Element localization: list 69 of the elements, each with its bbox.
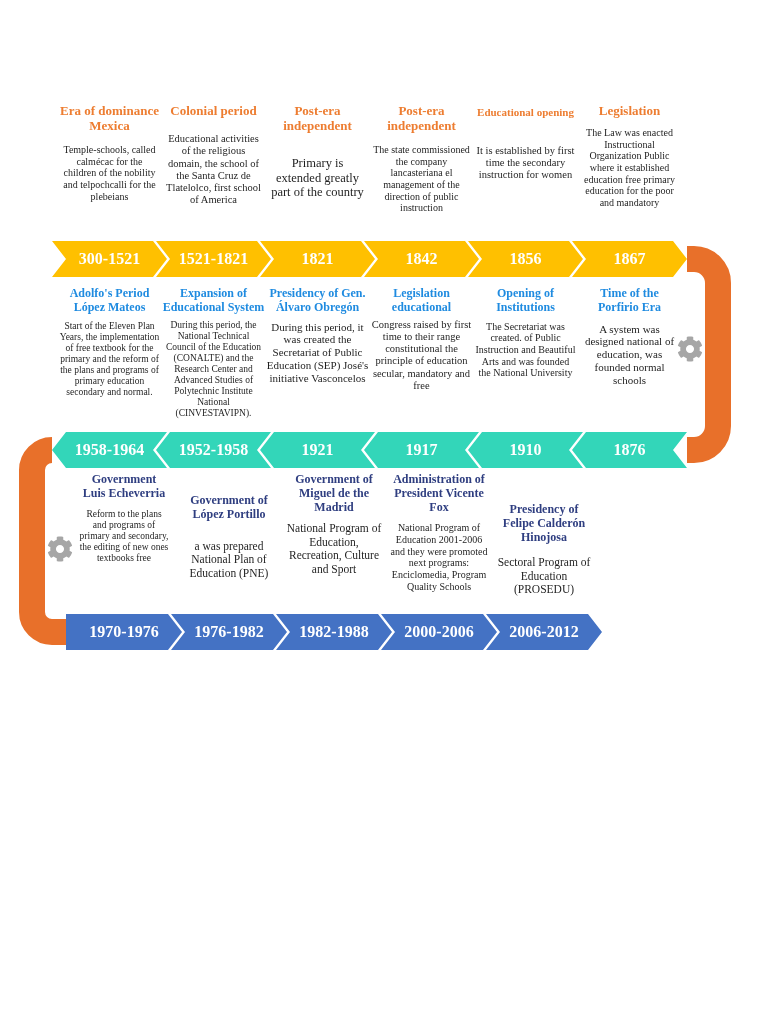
timeline-segment [468, 432, 583, 468]
period-description: The Secretariat was created. of Public Instruction and Beautiful Arts and was founded the National University [475, 320, 576, 380]
year-label: 2006-2012 [509, 624, 579, 640]
period-description: Primary is extended greatly part of the country [270, 155, 365, 200]
year-label: 1982-1988 [299, 624, 369, 640]
year-label: 1952-1958 [178, 442, 249, 458]
timeline-segment [260, 241, 375, 277]
period-heading: Opening of Institutions [495, 287, 556, 315]
period-heading: Administration of President Vicente Fox [392, 473, 486, 515]
period-description: a was prepared National Plan of Education (PNE) [188, 539, 270, 580]
period-heading: Post-era independent [386, 104, 457, 134]
year-label: 1910 [509, 442, 542, 458]
timeline-segment [66, 614, 182, 650]
year-label: 1921 [301, 442, 334, 458]
period-description: During this period, the National Technical Council of the Education (CONALTE) and the Research Center and Advanced Studies of Polytechnic Institute National (CINVESTAVIPN). [164, 319, 263, 420]
period-description: It is established by first time the secondary instruction for women [475, 144, 576, 182]
period-description: Sectoral Program of Education (PROSEDU) [496, 556, 592, 597]
period-heading: Adolfo's Period López Mateos [68, 287, 151, 315]
period-heading: Educational opening [477, 106, 574, 119]
timeline-segment [572, 432, 687, 468]
year-label: 1976-1982 [194, 624, 264, 640]
timeline-segment [52, 241, 167, 277]
year-label: 1856 [509, 251, 542, 267]
curved-connector [19, 437, 66, 645]
period-description: During this period, it was created the Secretariat of Public Education (SEP) José's initiative Vasconcelos [266, 320, 369, 385]
period-heading: Legislation educational [390, 287, 453, 315]
year-label: 1521-1821 [178, 251, 249, 267]
timeline-segment [52, 432, 167, 468]
period-heading: Time of the Porfirio Era [597, 287, 662, 315]
period-heading: Era of dominance Mexica [59, 104, 160, 134]
period-description: Reform to the plans and programs of primary and secondary, the editing of new ones textbooks free [79, 508, 169, 565]
timeline-segment [156, 432, 271, 468]
year-label: 1917 [405, 442, 438, 458]
year-label: 2000-2006 [404, 624, 474, 640]
timeline-segment [364, 241, 479, 277]
period-heading: Expansion of Educational System [161, 287, 266, 315]
timeline-segment [171, 614, 287, 650]
timeline-segment [156, 241, 271, 277]
period-heading: Government of López Portillo [189, 494, 269, 522]
year-label: 300-1521 [78, 251, 141, 267]
year-label: 1970-1976 [89, 624, 159, 640]
period-description: National Program of Education 2001-2006 and they were promoted next programs: Enciclomedia, Program Quality Schools [389, 522, 489, 593]
timeline-segment [381, 614, 497, 650]
timeline-segment [276, 614, 392, 650]
period-heading: Government of Miguel de the Madrid [294, 473, 374, 515]
timeline-segment [486, 614, 602, 650]
period-description: Temple-schools, called calmécac for the children of the nobility and telpochcalli for the plebeians [62, 143, 157, 203]
period-description: Congress raised by first time to their range constitutional the principle of education secular, mandatory and free [371, 318, 472, 393]
year-label: 1958-1964 [74, 442, 145, 458]
period-description: Start of the Eleven Plan Years, the implementation of free textbook for the primary and the reform of the plans and programs of primary education secondary and normal. [59, 320, 160, 399]
year-label: 1876 [613, 442, 646, 458]
period-heading: Presidency of Gen. Álvaro Obregón [268, 287, 367, 315]
period-description: National Program of Education, Recreation, Culture and Sport [285, 522, 383, 577]
year-label: 1821 [301, 251, 334, 267]
period-heading: Government Luis Echeverria [81, 473, 167, 501]
period-heading: Legislation [598, 104, 661, 119]
period-description: The state commissioned the company lancasteriana el management of the direction of public instruction [372, 143, 471, 214]
period-heading: Colonial period [170, 104, 257, 119]
timeline-segment [468, 241, 583, 277]
period-heading: Presidency of Felipe Calderón Hinojosa [501, 503, 587, 545]
period-description: Educational activities of the religious domain, the school of the Santa Cruz de Tlatelolco, first school of America [165, 132, 262, 207]
timeline-segment [572, 241, 687, 277]
period-description: The Law was enacted Instructional Organization Public where it established education free primary education for the poor and mandatory [582, 126, 677, 209]
period-heading: Post-era independent [282, 104, 353, 134]
year-label: 1842 [405, 251, 438, 267]
timeline-segment [364, 432, 479, 468]
timeline-segment [260, 432, 375, 468]
period-description: A system was designed national of education, was founded normal schools [583, 322, 676, 387]
year-label: 1867 [613, 251, 646, 267]
